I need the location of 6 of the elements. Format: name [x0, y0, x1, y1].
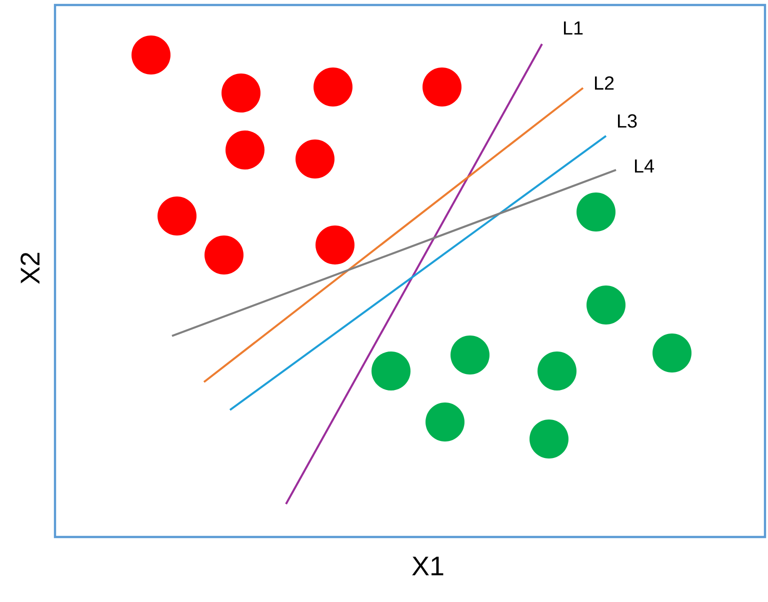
axis-label: X1	[412, 556, 444, 576]
line-label: L1	[564, 21, 583, 35]
line-label: L4	[635, 159, 654, 173]
line-label: L2	[595, 76, 614, 90]
line-label: L3	[618, 114, 637, 128]
axis-label: X2	[20, 252, 40, 284]
